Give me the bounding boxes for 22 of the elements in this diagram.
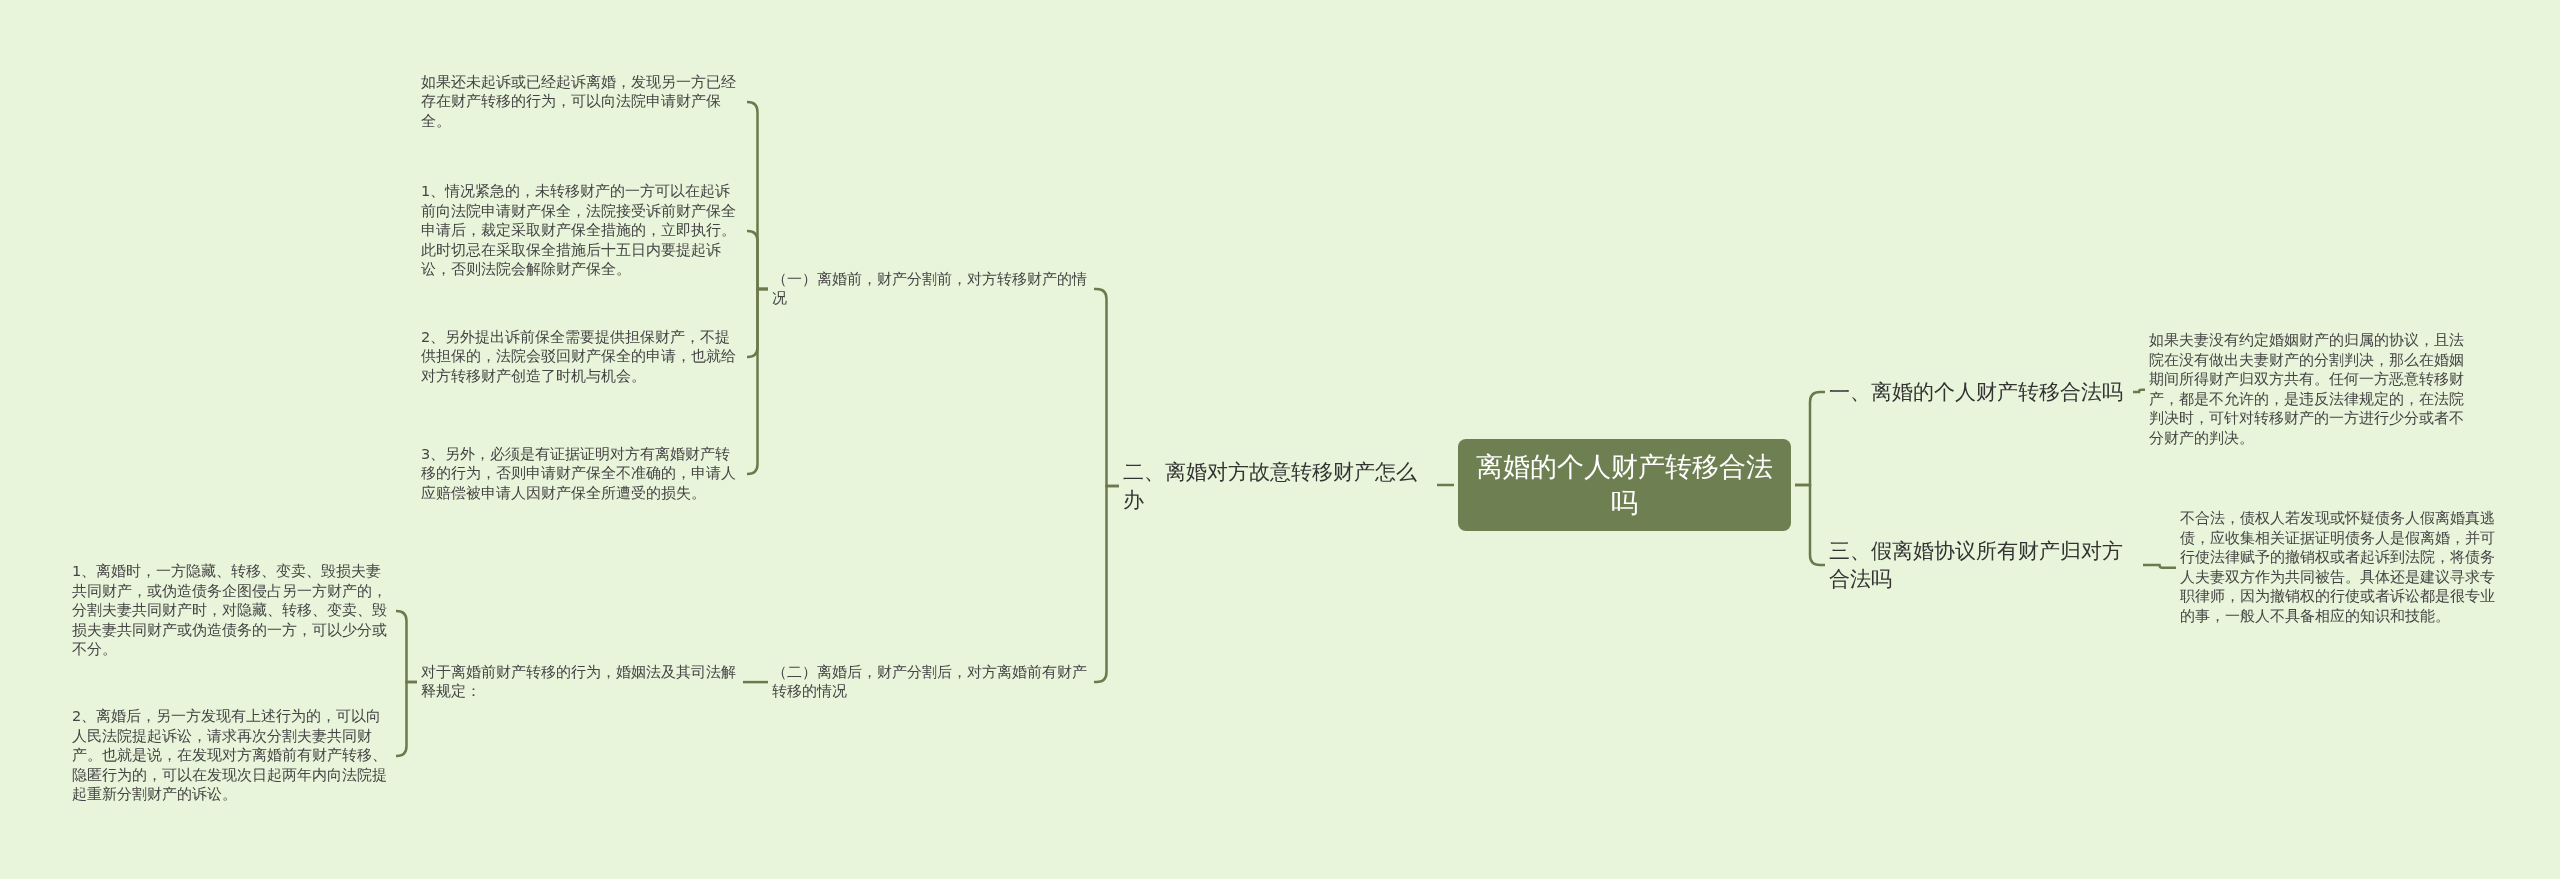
connector-line bbox=[2143, 563, 2176, 570]
connector-line bbox=[1437, 483, 1454, 487]
connector-line bbox=[2133, 388, 2145, 394]
connector-line bbox=[1094, 484, 1119, 684]
topic-text: 三、假离婚协议所有财产归对方合法吗 bbox=[1829, 537, 2139, 593]
topic-text: 一、离婚的个人财产转移合法吗 bbox=[1829, 378, 2129, 406]
connector-line bbox=[746, 287, 768, 476]
note-text: 如果还未起诉或已经起诉离婚，发现另一方已经存在财产转移的行为，可以向法院申请财产保全。 bbox=[421, 72, 743, 132]
subtopic-text: （一）离婚前，财产分割前，对方转移财产的情况 bbox=[772, 269, 1090, 309]
note-text: 3、另外，必须是有证据证明对方有离婚财产转移的行为，否则申请财产保全不准确的，申请人应赔偿被申请人因财产保全所遭受的损失。 bbox=[421, 444, 743, 504]
note-text: 2、离婚后，另一方发现有上述行为的，可以向人民法院提起诉讼，请求再次分割夫妻共同财产。也就是说，在发现对方离婚前有财产转移、隐匿行为的，可以在发现次日起两年内向法院提起重新分割财产的诉讼。 bbox=[72, 707, 392, 805]
topic-text: 二、离婚对方故意转移财产怎么办 bbox=[1123, 458, 1433, 514]
note-text: 如果夫妻没有约定婚姻财产的归属的协议，且法院在没有做出夫妻财产的分割判决，那么在婚姻期间所得财产归双方共有。任何一方恶意转移财产，都是不允许的，是违反法律规定的，在法院判决时，可针对转移财产的一方进行少分或者不分财产的判决。 bbox=[2149, 331, 2467, 449]
note-text: 1、情况紧急的，未转移财产的一方可以在起诉前向法院申请财产保全，法院接受诉前财产保全申请后，裁定采取财产保全措施的，立即执行。此时切忌在采取保全措施后十五日内要提起诉讼，否则法院会解除财产保全。 bbox=[421, 182, 743, 280]
connector-line bbox=[743, 680, 768, 684]
note-text: 不合法，债权人若发现或怀疑债务人假离婚真逃债，应收集相关证据证明债务人是假离婚，并可行使法律赋予的撤销权或者起诉到法院，将债务人夫妻双方作为共同被告。具体还是建议寻求专职律师，因为撤销权的行使或者诉讼都是很专业的事，一般人不具备相应的知识和技能。 bbox=[2180, 509, 2498, 627]
note-text: 2、另外提出诉前保全需要提供担保财产，不提供担保的，法院会驳回财产保全的申请，也就给对方转移财产创造了时机与机会。 bbox=[421, 327, 743, 387]
central-topic: 离婚的个人财产转移合法吗 bbox=[1458, 439, 1791, 531]
connector-line bbox=[395, 680, 417, 758]
subtopic-text: （二）离婚后，财产分割后，对方离婚前有财产转移的情况 bbox=[772, 662, 1090, 702]
note-text: 1、离婚时，一方隐藏、转移、变卖、毁损夫妻共同财产，或伪造债务企图侵占另一方财产的，分割夫妻共同财产时，对隐藏、转移、变卖、毁损夫妻共同财产或伪造债务的一方，可以少分或不分。 bbox=[72, 562, 392, 660]
note-text: 对于离婚前财产转移的行为，婚姻法及其司法解释规定： bbox=[421, 662, 739, 702]
